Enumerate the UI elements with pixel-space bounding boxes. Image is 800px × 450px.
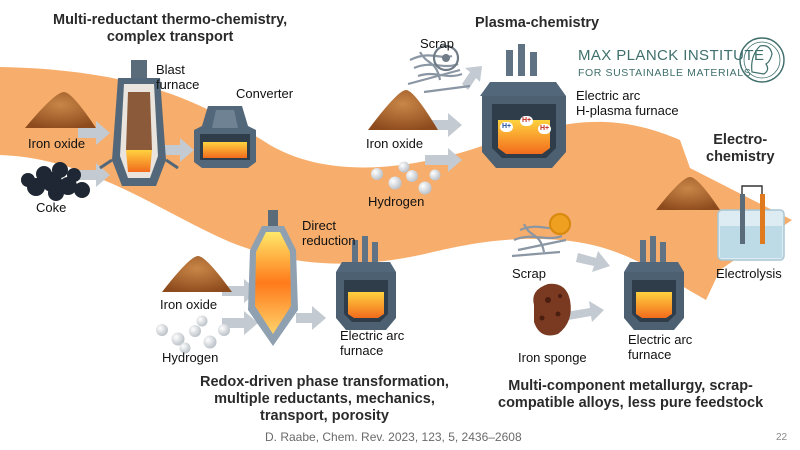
iron-oxide-piles <box>25 90 720 292</box>
label-scrap-2: Scrap <box>512 266 546 281</box>
iron-oxide-pile-3 <box>162 256 232 292</box>
label-direct-reduction-line-2: reduction <box>302 233 356 249</box>
heading-redox-line-1: Redox-driven phase transformation, <box>200 374 449 390</box>
plasma-ion-1: H+ <box>500 122 514 133</box>
label-eaf-2-line-1: Electric arc <box>628 332 693 347</box>
citation: D. Raabe, Chem. Rev. 2023, 123, 5, 2436–… <box>265 430 522 444</box>
arrow-sponge-to-eaf <box>566 301 604 322</box>
label-coke: Coke <box>36 200 67 215</box>
heading-thermo-chemistry: Multi-reductant thermo-chemistry, comple… <box>53 12 287 46</box>
label-iron-oxide-2: Iron oxide <box>366 136 424 151</box>
electric-arc-furnace-2 <box>624 236 684 330</box>
heading-thermo-line-2: complex transport <box>106 29 234 46</box>
heading-redox-line-2: multiple reductants, mechanics, <box>214 391 435 408</box>
label-eaf-2: Electric arc furnace <box>628 332 692 363</box>
heading-plasma-chemistry: Plasma-chemistry <box>475 15 600 31</box>
heading-electro-chemistry: Electro- chemistry <box>706 132 775 166</box>
converter <box>194 106 256 168</box>
blast-furnace <box>99 60 179 186</box>
label-hydrogen-2: Hydrogen <box>162 350 219 365</box>
heading-redox: Redox-driven phase transformation, multi… <box>200 374 449 425</box>
label-electrolysis: Electrolysis <box>716 266 782 281</box>
label-converter: Converter <box>236 86 294 101</box>
label-scrap-1: Scrap <box>420 36 454 51</box>
iron-oxide-pile-1 <box>25 92 96 128</box>
arrow-hydrogen-to-plasma <box>425 148 462 172</box>
hydrogen-spheres-1 <box>371 161 441 195</box>
heading-multi-component: Multi-component metallurgy, scrap- compa… <box>498 378 763 412</box>
process-arrows <box>78 66 610 335</box>
label-plasma-furnace: Electric arc H-plasma furnace <box>576 88 679 119</box>
label-blast-furnace-line-1: Blast <box>156 62 185 77</box>
label-eaf-1-line-1: Electric arc <box>340 328 405 343</box>
heading-thermo-line-1: Multi-reductant thermo-chemistry, <box>53 12 288 28</box>
scrap-pile-1 <box>407 44 471 94</box>
label-iron-sponge: Iron sponge <box>518 350 587 365</box>
plasma-furnace <box>480 44 566 168</box>
arrow-dr-to-eaf <box>296 306 326 330</box>
heading-multi-line-1: Multi-component metallurgy, scrap- <box>508 378 753 394</box>
label-direct-reduction: Direct reduction <box>302 218 355 249</box>
label-plasma-furnace-line-2: H-plasma furnace <box>576 103 679 119</box>
arrow-oxide-to-bf <box>78 121 110 145</box>
heading-multi-line-2: compatible alloys, less pure feedstock <box>498 395 764 412</box>
iron-sponge <box>533 283 571 336</box>
heading-redox-line-3: transport, porosity <box>260 408 389 425</box>
plasma-ion-3: H+ <box>538 124 552 135</box>
arrow-oxide-to-plasma <box>428 113 462 137</box>
scrap-pile-2 <box>511 212 572 258</box>
plasma-ion-2: H+ <box>520 116 534 127</box>
label-blast-furnace: Blast furnace <box>156 62 199 93</box>
label-hydrogen-1: Hydrogen <box>368 194 425 209</box>
label-direct-reduction-line-1: Direct <box>302 218 336 233</box>
label-eaf-2-line-2: furnace <box>628 347 672 363</box>
direct-reduction-shaft <box>248 210 298 346</box>
iron-oxide-pile-2 <box>368 90 438 130</box>
arrow-scrap-to-plasma <box>462 66 482 90</box>
electrolysis-cell <box>717 185 785 261</box>
label-eaf-1: Electric arc furnace <box>340 328 404 359</box>
arrow-coke-to-bf <box>78 163 110 187</box>
label-eaf-1-line-2: furnace <box>340 343 384 359</box>
logo-institute-subtitle: FOR SUSTAINABLE MATERIALS <box>578 67 752 79</box>
max-planck-logo-icon <box>739 37 785 83</box>
hydrogen-spheres-2 <box>156 315 230 354</box>
electric-arc-furnace-1 <box>336 236 396 330</box>
coke-pile <box>21 162 90 201</box>
logo-institute-name: MAX PLANCK INSTITUTE <box>578 47 765 64</box>
iron-oxide-pile-4 <box>656 177 720 210</box>
arrow-bf-to-converter <box>164 138 194 162</box>
label-iron-oxide-1: Iron oxide <box>28 136 86 151</box>
heading-electro-line-2: chemistry <box>706 149 775 166</box>
label-plasma-furnace-line-1: Electric arc <box>576 88 641 103</box>
label-iron-oxide-3: Iron oxide <box>160 297 218 312</box>
page-number: 22 <box>776 432 788 443</box>
heading-electro-line-1: Electro- <box>713 132 768 148</box>
arrow-hydrogen-to-dr <box>222 311 258 335</box>
label-blast-furnace-line-2: furnace <box>156 77 200 93</box>
arrow-scrap-to-eaf <box>576 251 610 272</box>
